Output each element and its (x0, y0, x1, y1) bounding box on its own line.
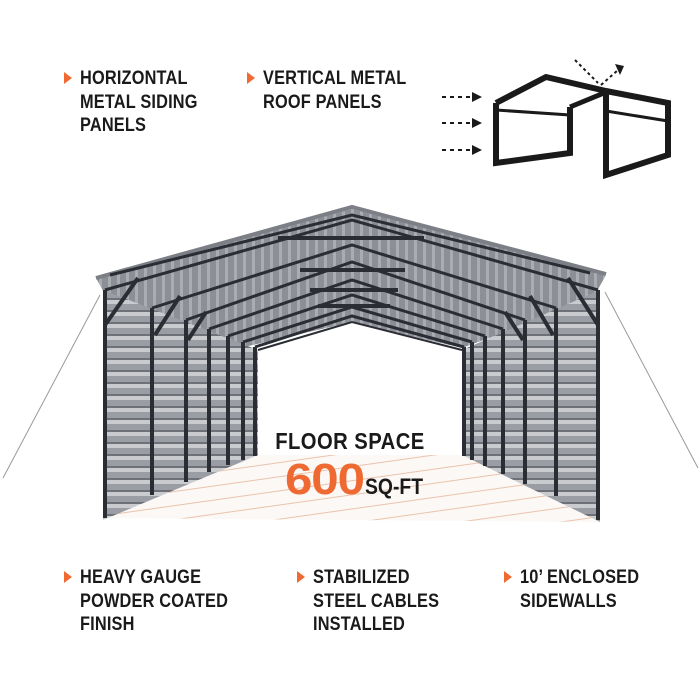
feature-line: HEAVY GAUGE (80, 567, 202, 588)
feature-label: HEAVY GAUGE POWDER COATED FINISH (80, 566, 228, 637)
feature-line: VERTICAL METAL (263, 68, 407, 89)
feature-line: 10’ ENCLOSED (520, 567, 640, 588)
floor-space-unit: SQ-FT (365, 474, 424, 499)
feature-steel-cables: STABILIZED STEEL CABLES INSTALLED (297, 566, 460, 637)
feature-vertical-roof: VERTICAL METAL ROOF PANELS (247, 67, 430, 114)
feature-label: VERTICAL METAL ROOF PANELS (263, 67, 406, 114)
feature-line: METAL SIDING (80, 91, 198, 113)
triangle-bullet-icon (247, 72, 255, 84)
triangle-bullet-icon (297, 571, 305, 583)
triangle-bullet-icon (64, 571, 72, 583)
feature-enclosed-sidewalls: 10’ ENCLOSED SIDEWALLS (504, 566, 659, 613)
carport-image (2, 204, 699, 522)
floor-space-label: FLOOR SPACE (0, 428, 700, 455)
feature-line: SIDEWALLS (520, 590, 617, 612)
triangle-bullet-icon (504, 571, 512, 583)
feature-line: INSTALLED (313, 614, 406, 635)
feature-label: 10’ ENCLOSED SIDEWALLS (520, 566, 639, 613)
triangle-bullet-icon (64, 72, 72, 84)
feature-line: POWDER COATED (80, 590, 229, 612)
feature-horizontal-siding: HORIZONTAL METAL SIDING PANELS (64, 67, 217, 138)
floor-space-title: FLOOR SPACE (275, 428, 425, 454)
floor-space-value-row: 600 SQ-FT (285, 458, 431, 502)
floor-space-value: 600 (285, 455, 365, 504)
feature-line: ROOF PANELS (263, 91, 382, 113)
feature-label: STABILIZED STEEL CABLES INSTALLED (313, 566, 439, 637)
feature-line: HORIZONTAL (80, 68, 188, 89)
feature-line: FINISH (80, 614, 135, 635)
feature-heavy-gauge: HEAVY GAUGE POWDER COATED FINISH (64, 566, 252, 637)
carport-frame-diagram-icon (442, 59, 671, 180)
feature-line: STABILIZED (313, 567, 410, 588)
feature-line: STEEL CABLES (313, 590, 440, 612)
feature-label: HORIZONTAL METAL SIDING PANELS (80, 67, 198, 138)
feature-line: PANELS (80, 115, 147, 136)
